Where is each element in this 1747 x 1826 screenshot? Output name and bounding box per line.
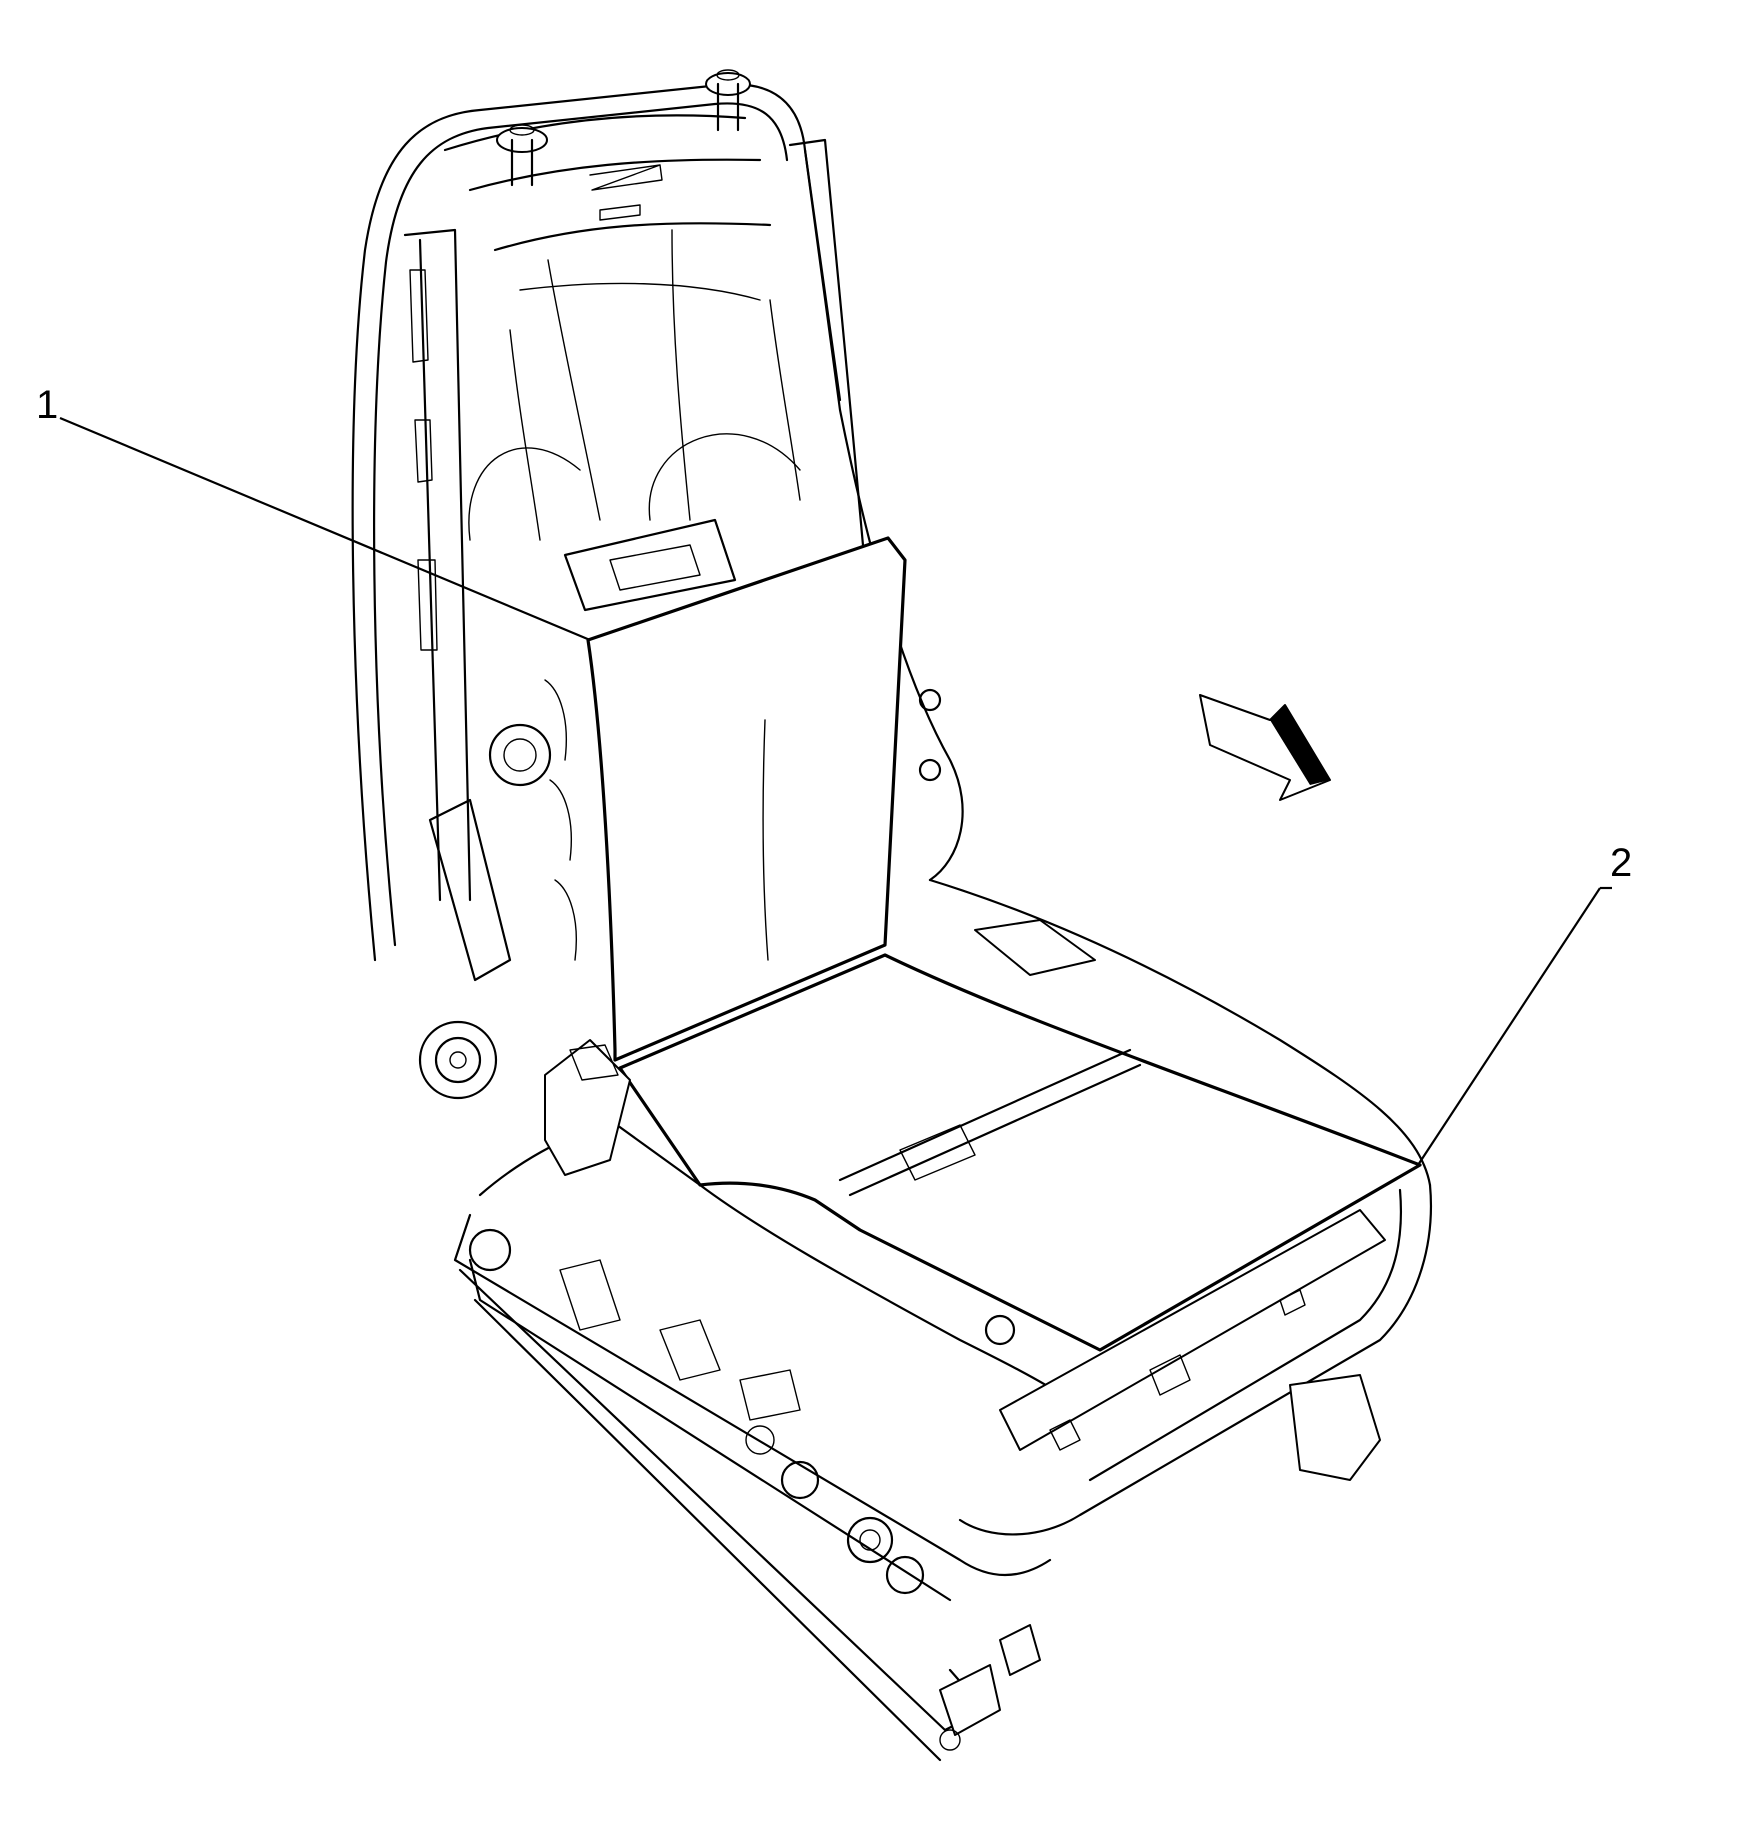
- headrest-guide-left: [496, 124, 548, 187]
- seatback-frame: [351, 69, 964, 1100]
- cushion-frame: [453, 878, 1433, 1762]
- front-direction-arrow-icon: [1199, 694, 1331, 801]
- callout-2-leader: [1417, 887, 1601, 1166]
- seat-cushion-sensor-pad: [618, 953, 1422, 1352]
- recliner-mechanism: [418, 723, 552, 1100]
- seatback-sensor-pad: [586, 536, 907, 1062]
- headrest-guide-right: [705, 69, 751, 132]
- seat-adjuster-track: [458, 1268, 1001, 1762]
- seat-belt-buckle: [544, 1039, 631, 1176]
- callout-2-number: 2: [1610, 841, 1632, 885]
- callout-1-number: 1: [36, 383, 58, 427]
- callout-1-leader: [59, 416, 591, 642]
